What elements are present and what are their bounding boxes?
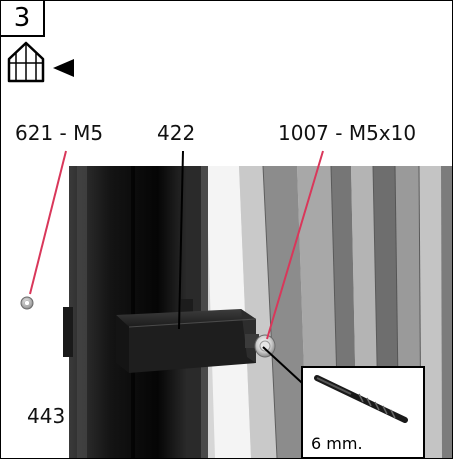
leader-line-nut bbox=[29, 150, 67, 295]
leader-line-bracket bbox=[178, 150, 184, 330]
drill-bit-inset: 6 mm. bbox=[301, 366, 425, 458]
bolt-label: 1007 - M5x10 bbox=[278, 121, 417, 145]
post-443 bbox=[69, 166, 187, 458]
drill-bit-icon bbox=[314, 375, 408, 423]
greenhouse-outline-icon bbox=[7, 41, 45, 83]
step-number: 3 bbox=[1, 1, 45, 37]
nut-621 bbox=[20, 296, 34, 310]
post-label: 443 bbox=[27, 404, 66, 428]
left-pointing-arrow-icon bbox=[53, 59, 74, 77]
bracket-label: 422 bbox=[157, 121, 196, 145]
bracket-422 bbox=[63, 299, 257, 373]
leader-line-bolt bbox=[266, 150, 324, 340]
nut-label: 621 - M5 bbox=[15, 121, 104, 145]
bolt-1007 bbox=[245, 334, 276, 358]
drill-size-label: 6 mm. bbox=[311, 434, 363, 453]
